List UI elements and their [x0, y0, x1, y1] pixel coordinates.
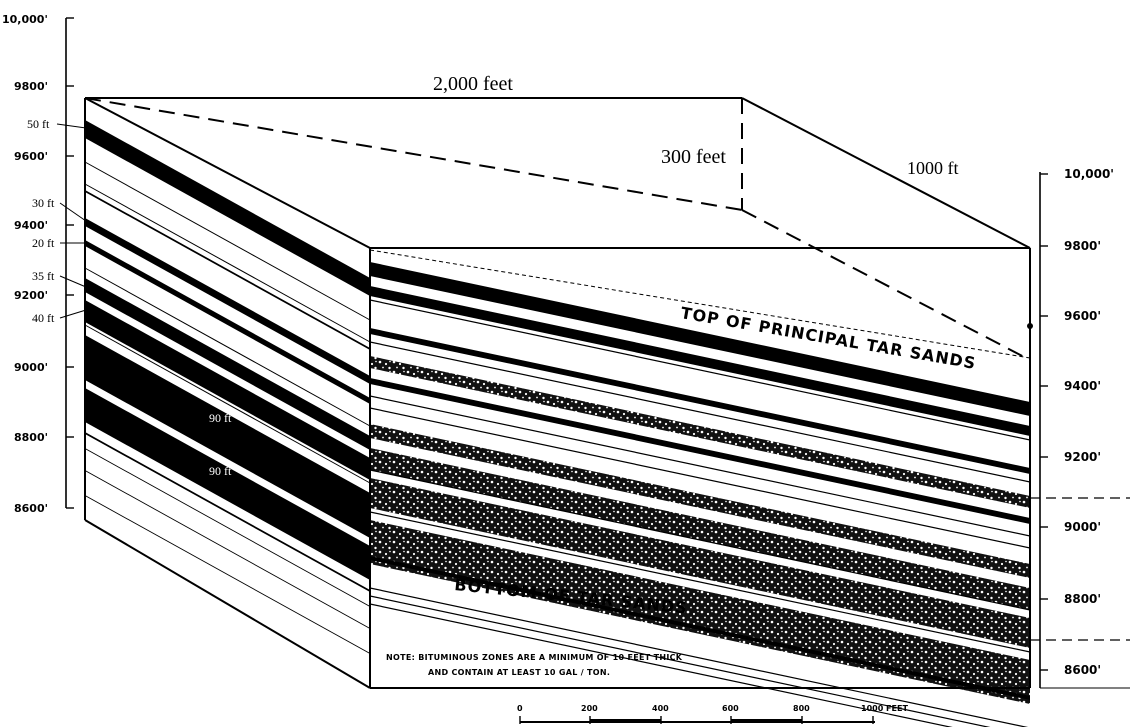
left-face-strata — [84, 120, 371, 654]
front-thin-stratum — [369, 603, 953, 727]
band-label: 90 ft — [209, 464, 232, 478]
thickness-label: 20 ft — [32, 236, 55, 250]
front-stratum — [370, 328, 1030, 474]
right-axis-labels: 10,000' 9800' 9600' 9400' 9200' 9000' 88… — [1064, 167, 1114, 677]
left-axis-label: 10,000' — [2, 13, 48, 26]
front-thin-stratum — [369, 395, 1031, 537]
side-dimension-label: 1000 ft — [907, 158, 959, 178]
hidden-edges — [84, 97, 1130, 641]
right-axis-label: 8600' — [1064, 663, 1101, 677]
scale-tick: 600 — [722, 704, 739, 713]
thickness-annotations — [56, 123, 87, 319]
left-axis-label: 9200' — [14, 289, 48, 302]
scale-tick: 1000 FEET — [861, 704, 908, 713]
front-thin-stratum — [369, 407, 1031, 549]
front-stratum — [370, 556, 1030, 700]
left-stratum — [85, 278, 370, 450]
front-thin-stratum — [369, 299, 1031, 441]
left-axis-label: 9000' — [14, 361, 48, 374]
front-stratum — [370, 424, 1030, 578]
left-stratum — [85, 470, 370, 629]
scale-tick: 400 — [652, 704, 669, 713]
width-dimension-label: 2,000 feet — [433, 73, 513, 95]
front-thin-stratum — [369, 341, 1031, 483]
left-axis-label: 9400' — [14, 219, 48, 232]
depth-dimension-label: 300 feet — [661, 146, 726, 168]
left-stratum — [85, 240, 370, 404]
left-thin-stratum — [84, 311, 371, 471]
thickness-label: 30 ft — [32, 196, 55, 210]
scale-tick: 200 — [581, 704, 598, 713]
front-stratum — [370, 262, 1030, 416]
left-axis-label: 9800' — [14, 80, 48, 93]
left-stratum — [85, 300, 370, 480]
right-axis-label: 9400' — [1064, 379, 1101, 393]
scale-tick: 800 — [793, 704, 810, 713]
left-thin-stratum — [84, 161, 371, 321]
left-axis-label: 8800' — [14, 431, 48, 444]
left-thin-stratum — [84, 324, 371, 484]
front-stratum — [370, 378, 1030, 524]
right-axis-label: 9800' — [1064, 239, 1101, 253]
left-axis-ticks — [66, 17, 74, 509]
note-line-2: AND CONTAIN AT LEAST 10 GAL / TON. — [428, 668, 610, 677]
right-axis-label: 10,000' — [1064, 167, 1114, 181]
thickness-label: 50 ft — [27, 117, 50, 131]
left-axis-label: 9600' — [14, 150, 48, 163]
right-axis-label: 9200' — [1064, 450, 1101, 464]
front-thin-stratum — [369, 469, 1031, 611]
front-stratum — [370, 478, 1030, 648]
front-thin-stratum — [369, 511, 1031, 653]
left-axis-labels: 10,000' 9800' 9600' 9400' 9200' 9000' 88… — [2, 13, 48, 515]
right-depth-axis — [1039, 172, 1130, 689]
front-face-strata — [369, 262, 1031, 727]
right-axis-label: 9000' — [1064, 520, 1101, 534]
band-label: 90 ft — [209, 411, 232, 425]
front-thin-stratum — [369, 595, 991, 727]
scale-tick: 0 — [517, 704, 523, 713]
left-stratum — [85, 432, 370, 592]
left-axis-label: 8600' — [14, 502, 48, 515]
scale-bar — [519, 716, 875, 724]
left-thin-stratum — [84, 183, 371, 343]
thickness-label: 40 ft — [32, 311, 55, 325]
right-axis-ticks — [1040, 173, 1048, 671]
left-stratum — [85, 495, 370, 654]
well-marker — [1027, 323, 1033, 329]
front-stratum — [370, 286, 1030, 436]
left-stratum — [85, 120, 370, 296]
front-thin-stratum — [369, 587, 1029, 727]
left-thin-stratum — [84, 267, 371, 427]
front-stratum — [370, 356, 1030, 508]
left-stratum — [85, 448, 370, 607]
front-stratum — [370, 448, 1030, 610]
right-axis-label: 8800' — [1064, 592, 1101, 606]
left-stratum — [85, 335, 370, 538]
left-stratum — [85, 218, 370, 384]
block-outline — [84, 97, 1031, 689]
left-stratum — [85, 190, 370, 350]
right-axis-label: 9600' — [1064, 309, 1101, 323]
thickness-label: 35 ft — [32, 269, 55, 283]
note-line-1: NOTE: BITUMINOUS ZONES ARE A MINIMUM OF … — [386, 653, 683, 662]
left-stratum — [85, 404, 370, 572]
